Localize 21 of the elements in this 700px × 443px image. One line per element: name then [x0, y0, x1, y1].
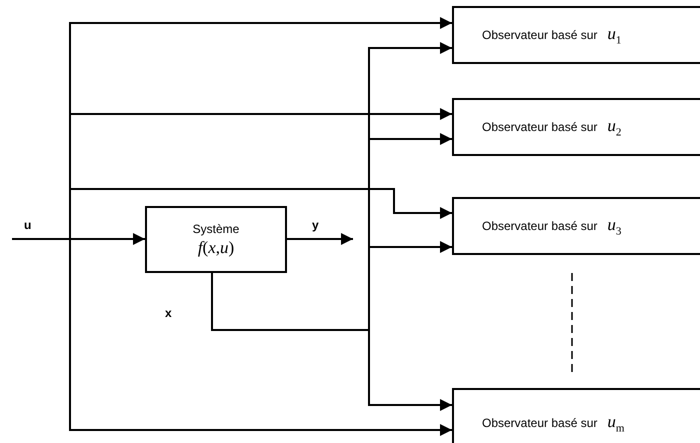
- block-label: Observateur basé sur: [482, 28, 598, 42]
- arrow: [287, 233, 353, 245]
- math-expression: u$_{3}$: [607, 214, 622, 238]
- signal-label: u: [24, 218, 32, 232]
- block-label: Observateur basé sur: [482, 416, 598, 430]
- observer-block: [452, 6, 700, 64]
- edge-label: y: [312, 218, 319, 232]
- block-title: Système: [192, 222, 240, 236]
- signal-label: x: [165, 306, 172, 320]
- arrow: [12, 238, 452, 436]
- math-expression: u$_{m}$: [607, 412, 624, 434]
- observer-block: [452, 197, 700, 255]
- observer-block: [452, 98, 700, 156]
- block-label: Observateur basé sur: [482, 120, 598, 134]
- math-expression: u$_{1}$: [607, 24, 622, 46]
- math-expression: u$_{2}$: [607, 116, 622, 138]
- arrow: [211, 273, 452, 411]
- system-block: [145, 206, 287, 273]
- math-expression: f(x,u): [198, 238, 234, 258]
- observer-block: [452, 388, 700, 443]
- block-label: Observateur basé sur: [482, 219, 598, 233]
